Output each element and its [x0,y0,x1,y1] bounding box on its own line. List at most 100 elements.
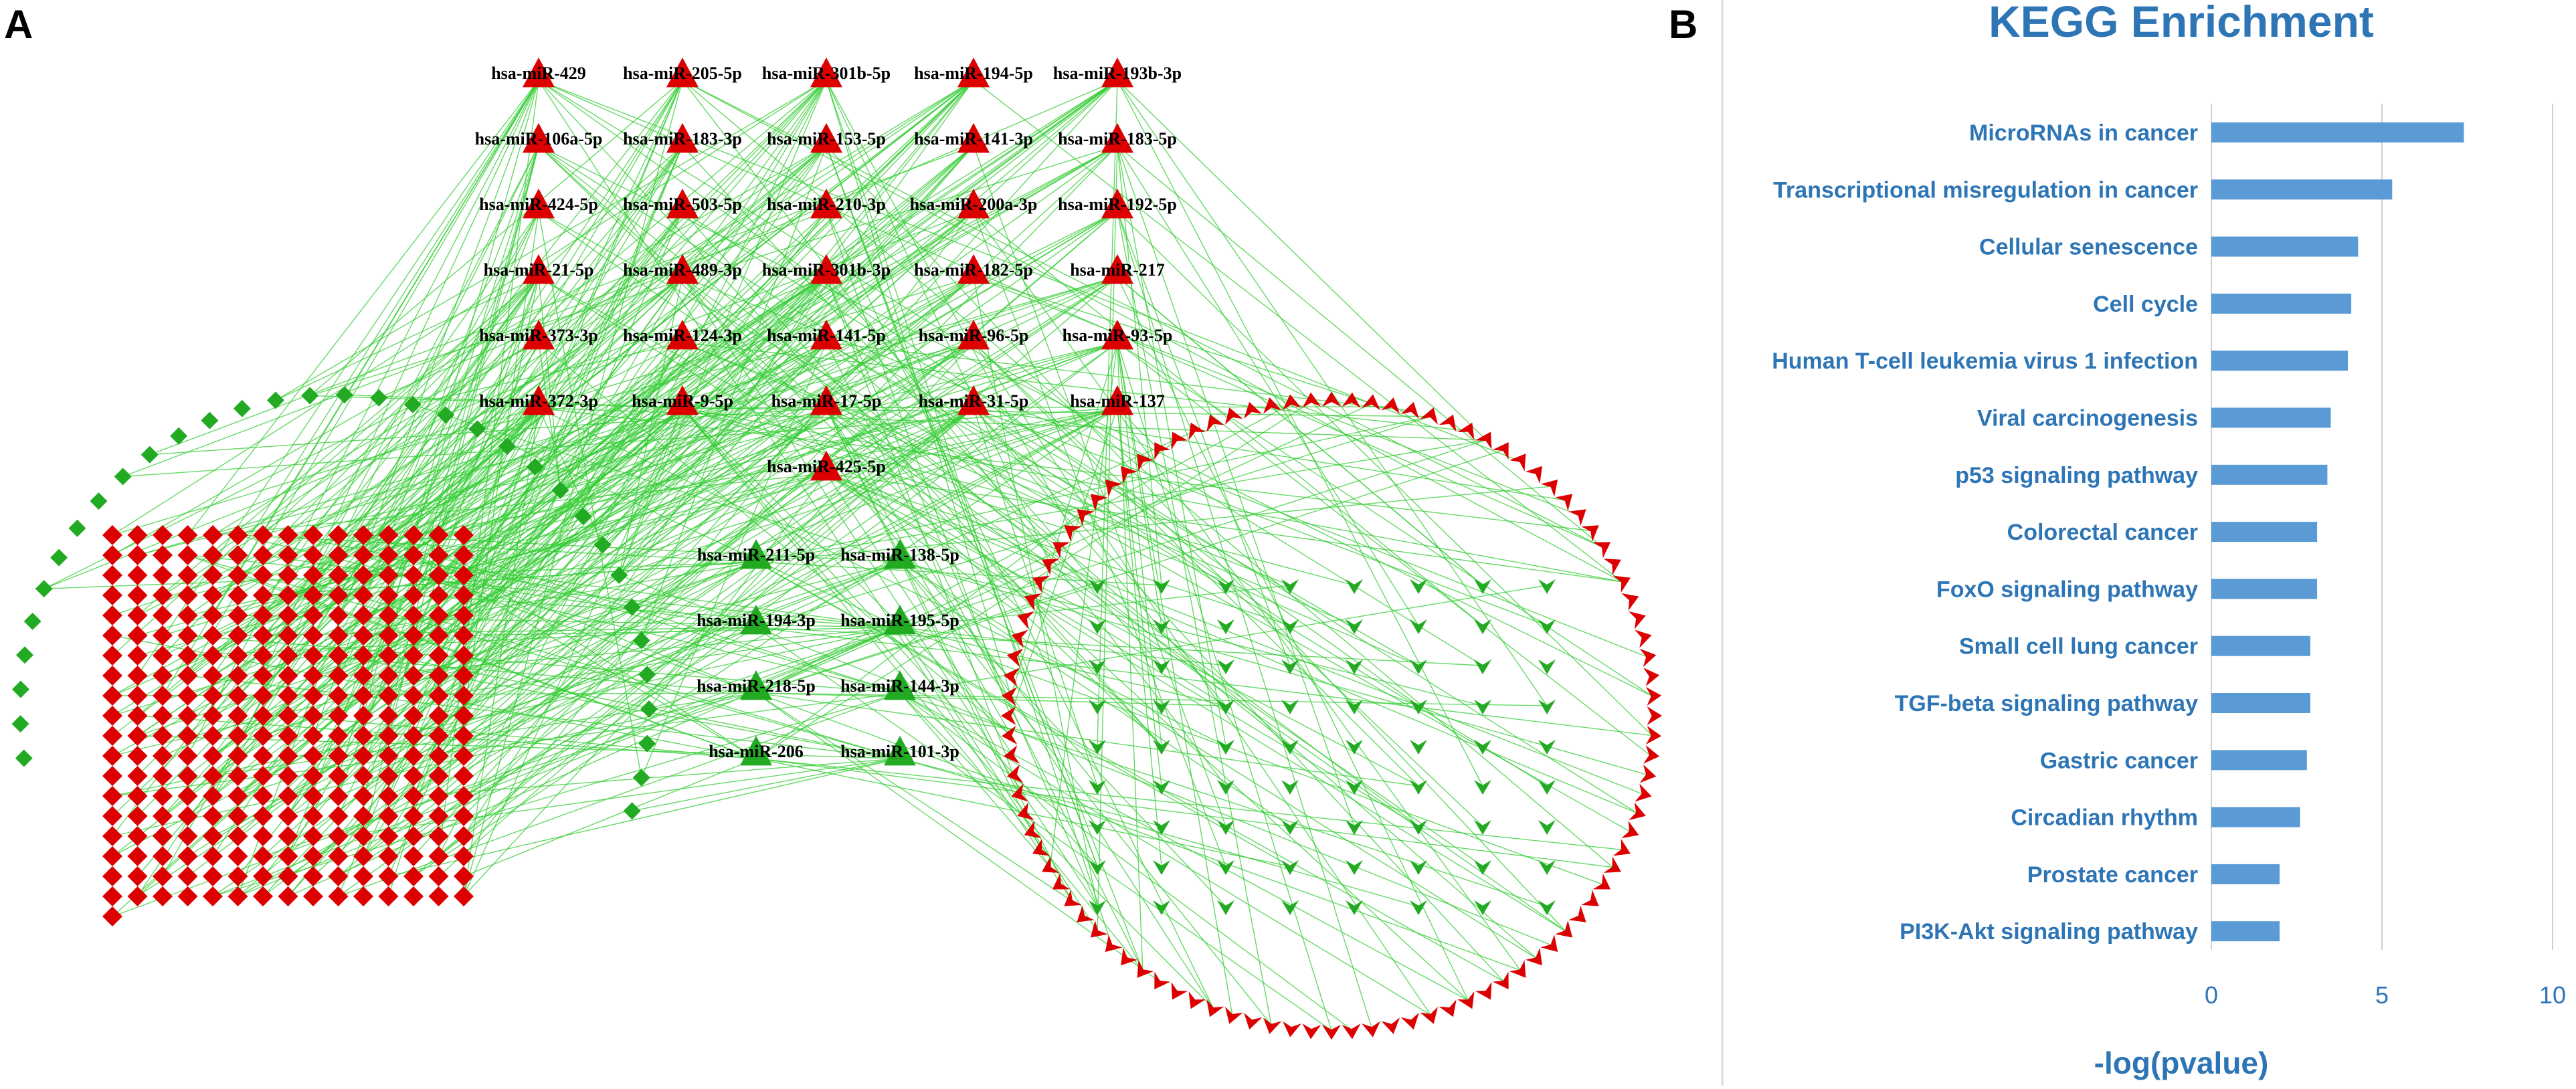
gene-node-circle [1302,392,1321,408]
network-edge [1117,342,1332,1031]
network-edge [238,627,757,797]
gene-node-up [378,826,399,846]
mirna-label: hsa-miR-124-3p [623,326,742,345]
mirna-label: hsa-miR-211-5p [697,545,815,565]
network-edge [112,145,827,556]
gene-node-up [102,605,122,625]
network-edge [388,211,974,656]
mirna-label: hsa-miR-183-5p [1058,129,1177,148]
gene-node-up [278,746,298,766]
gene-node-up [403,746,424,766]
gene-node-up [253,585,273,605]
network-edge [899,692,1469,1001]
network-edge [463,342,1118,576]
gene-node-up [403,565,424,585]
gene-node-circle [1540,479,1558,497]
gene-node-circle [1603,856,1621,873]
gene-node-up [102,846,122,866]
gene-node-up [153,826,173,846]
network-edge [755,627,1332,1031]
gene-node-up [278,866,298,886]
gene-node-circle [1381,1017,1400,1034]
gene-node-down [114,468,132,486]
gene-node-up [454,766,474,786]
category-label: MicroRNAs in cancer [1969,120,2198,146]
mirna-label: hsa-miR-138-5p [840,545,959,565]
mirna-label: hsa-miR-31-5p [919,391,1029,411]
network-edge [538,80,1521,462]
mirna-label: hsa-miR-372-3p [479,391,598,411]
gene-node-up [428,806,449,826]
network-edge [899,692,1431,1015]
network-edge [538,80,1073,901]
network-edge [682,276,1098,787]
mirna-node [957,320,990,350]
gene-node-circle [1077,509,1095,526]
gene-node-up [403,525,424,545]
x-tick-label: 0 [2205,981,2218,1009]
mirna-label: hsa-miR-192-5p [1058,195,1177,214]
gene-node-up [353,766,373,786]
gene-node-circle [1635,629,1652,648]
gene-node-up [253,766,273,786]
gene-node-circle [1613,575,1631,593]
mirna-node [957,189,990,219]
network-edge [973,211,1226,867]
gene-node-circle [1105,934,1123,953]
network-edge [413,342,974,636]
network-edge [312,561,901,757]
gene-node-inner [1217,900,1234,915]
network-edge [538,276,561,490]
gene-node-up [353,525,373,545]
gene-node-up [253,846,273,866]
gene-node-up [403,886,424,906]
network-edge [973,342,1431,1015]
gene-node-circle [1052,873,1071,890]
gene-node-circle [1052,542,1071,559]
gene-node-up [454,646,474,666]
category-label: Prostate cancer [2027,862,2198,888]
gene-node-up [328,565,349,585]
gene-node-circle [1206,414,1224,432]
gene-node-up [353,726,373,746]
network-edge [648,473,827,710]
network-edge [187,80,539,757]
bar [2211,522,2318,542]
gene-node-up [378,806,399,826]
gene-node-circle [1635,783,1652,802]
gene-node-inner [1153,619,1170,634]
network-edge [973,407,1548,626]
mirna-label: hsa-miR-193b-3p [1053,64,1182,83]
gene-node-up [328,766,349,786]
network-edge [112,627,901,917]
gene-node-inner [1474,579,1491,594]
gene-node-up [428,686,449,706]
network-edge [682,276,1419,827]
network-edge [755,561,1291,867]
network-edge [826,342,1537,959]
gene-node-up [253,545,273,565]
gene-node-circle [1475,431,1492,450]
gene-node-up [454,846,474,866]
network-edge [682,80,1603,548]
gene-node-up [177,585,198,605]
mirna-label: hsa-miR-429 [491,64,586,83]
gene-node-inner [1281,900,1299,915]
gene-node-up [328,525,349,545]
network-edge [538,80,1483,666]
gene-node-up [253,826,273,846]
network-nodes [11,58,1662,1040]
network-edge [463,561,901,797]
gene-node-up [328,706,349,726]
mirna-label: hsa-miR-217 [1070,260,1165,280]
gene-node-circle [1121,948,1138,966]
network-edge [899,561,1537,959]
gene-node-circle [1024,821,1042,839]
gene-node-up [153,545,173,565]
gene-node-up [378,786,399,806]
gene-node-down [610,566,628,584]
mirna-node [957,254,990,284]
network-edge [238,627,757,636]
gene-node-up [253,866,273,886]
